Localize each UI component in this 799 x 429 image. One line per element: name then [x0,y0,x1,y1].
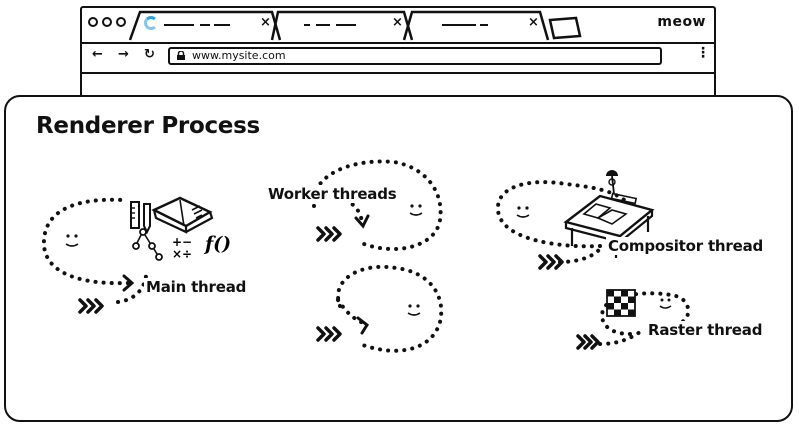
back-arrow-icon[interactable]: ← [92,47,103,62]
tab-close-icon[interactable]: × [528,15,539,30]
window-maximize-dot[interactable] [116,17,126,27]
address-bar[interactable]: www.mysite.com [168,47,662,65]
reload-icon[interactable]: ↻ [144,47,155,62]
new-tab-button [548,16,582,40]
raster-thread-label: Raster thread [646,321,765,339]
loading-spinner-icon [144,16,158,30]
toolbar: ← → ↻ www.mysite.com ⋮ [82,42,714,74]
window-minimize-dot[interactable] [102,17,112,27]
window-close-dot[interactable] [88,17,98,27]
compositor-desk-icon [563,170,655,258]
browser-name: meow [657,14,706,30]
worker-thread-loop-1 [311,159,443,252]
tab-outlines [128,10,582,41]
compositor-thread-label: Compositor thread [606,237,766,255]
lock-icon [177,51,185,60]
raster-thread-loop [576,291,691,350]
forward-arrow-icon[interactable]: → [118,47,129,62]
main-thread-tools-icon: +− ×÷ f() [130,196,231,261]
svg-text:×÷: ×÷ [172,247,192,261]
main-thread-label: Main thread [144,278,249,296]
main-thread-face [65,234,79,247]
browser-window: × × × meow ← → ↻ www.mysite.com ⋮ [80,6,716,96]
worker-thread-loop-2 [316,264,444,353]
main-thread-loop [41,197,148,314]
svg-text:f(): f() [203,233,231,255]
renderer-process-panel: Renderer Process [4,95,793,422]
svg-text:+−: +− [172,235,192,249]
url-text: www.mysite.com [192,49,286,62]
compositor-thread-loop [495,180,642,270]
worker-threads-label: Worker threads [266,185,399,203]
tab-strip: × × × meow [82,8,714,44]
panel-title: Renderer Process [36,113,260,139]
raster-grid-icon [606,289,636,317]
tab-close-icon[interactable]: × [392,15,403,30]
tab-close-icon[interactable]: × [260,15,271,30]
